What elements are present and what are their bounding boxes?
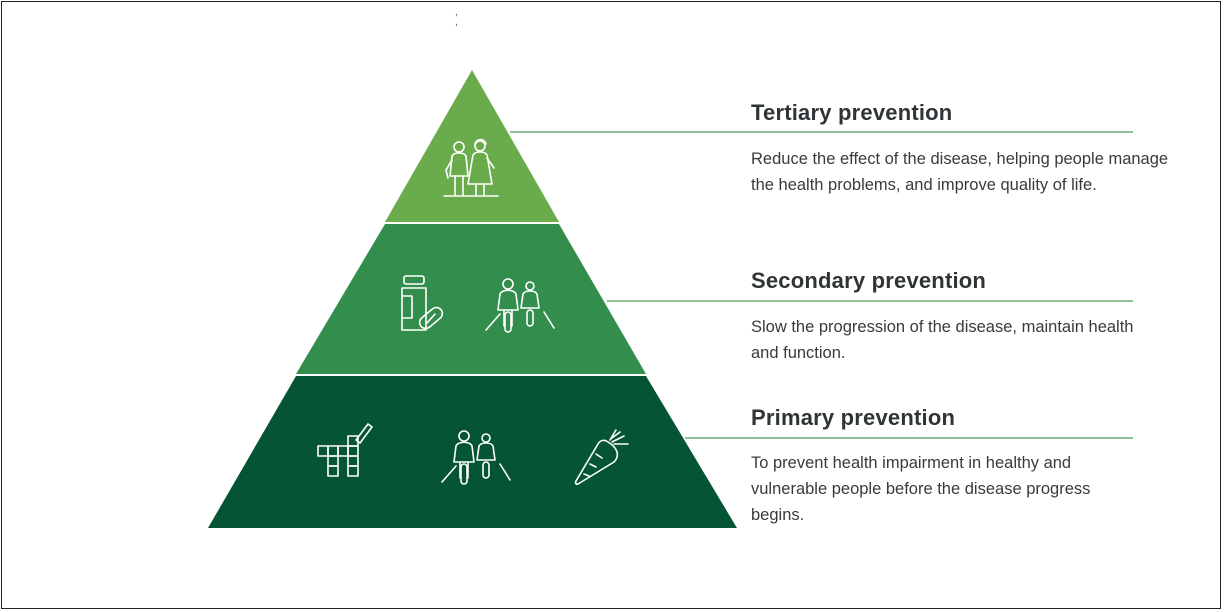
tier-description-secondary: Slow the progression of the disease, mai… xyxy=(751,318,1134,362)
top-cropped-text: , , xyxy=(455,7,486,28)
crossword-pencil-icon xyxy=(317,423,373,477)
cyclists-icon xyxy=(441,430,511,485)
carrot-icon xyxy=(574,429,629,486)
tier-title-primary: Primary prevention xyxy=(751,405,956,430)
tier-description-primary: To prevent health impairment in healthy … xyxy=(751,454,1091,524)
tier-title-tertiary: Tertiary prevention xyxy=(751,100,953,125)
cyclists-icon xyxy=(485,278,555,333)
tier-description-tertiary: Reduce the effect of the disease, helpin… xyxy=(751,150,1169,194)
pyramid-tier-tertiary xyxy=(385,70,559,222)
elderly-couple-icon xyxy=(443,138,499,197)
pyramid-tier-secondary xyxy=(296,224,646,374)
tier-title-secondary: Secondary prevention xyxy=(751,268,987,293)
medicine-bottle-pill-icon xyxy=(401,275,444,331)
